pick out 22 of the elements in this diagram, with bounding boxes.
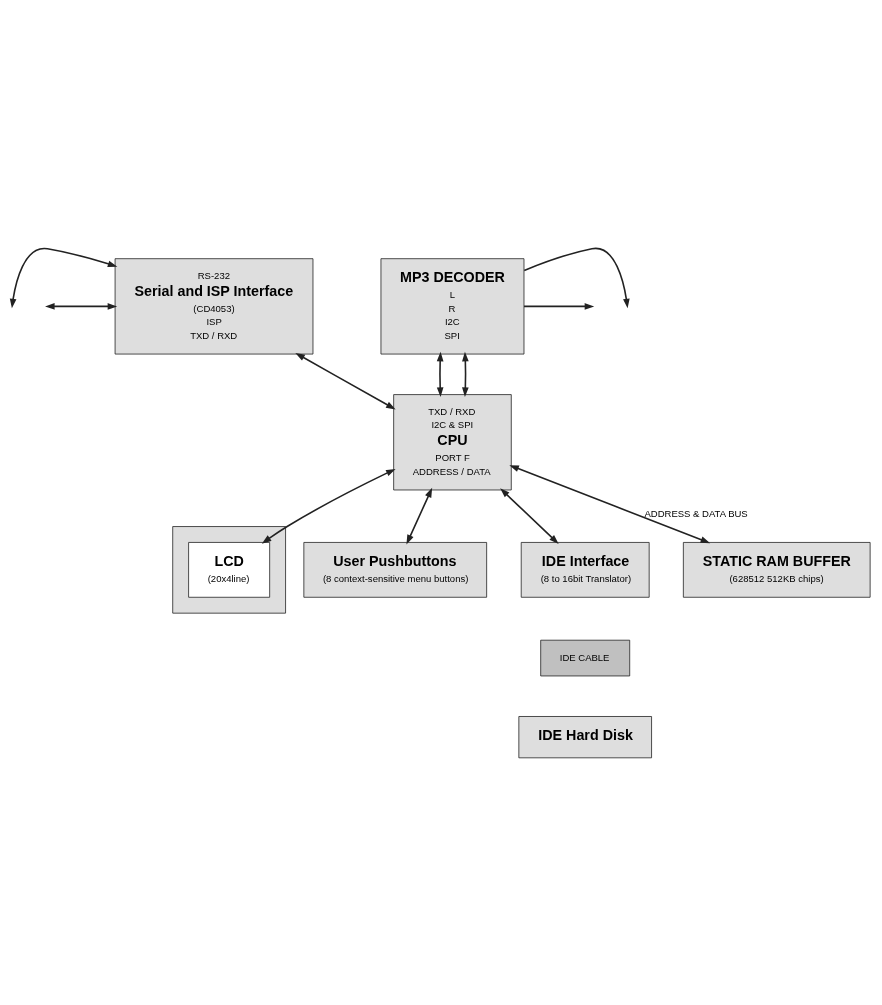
arrow [462,351,469,397]
node-box: IDE CABLE [540,639,631,676]
arrow [436,351,444,397]
node-box: User Pushbuttons (8 context-sensitive menu buttons) [303,541,488,598]
arrow [9,247,118,308]
node-box: TXD / RXD I2C & SPI CPU PORT F ADDRESS / DATA [393,393,512,490]
arrow [523,247,630,308]
arrow [261,468,396,544]
edge-label: ADDRESS & DATA BUS [644,507,748,519]
node-box: STATIC RAM BUFFER (628512 512KB chips) [682,541,871,598]
arrow [406,487,433,544]
arrow [523,302,595,310]
node-box: IDE Interface (8 to 16bit Translator) [520,541,650,598]
arrow [509,464,711,543]
node-box: IDE Hard Disk [518,715,652,758]
arrow [500,487,559,544]
cluster [172,525,286,614]
arrow [295,352,396,409]
node-box: LCD (20x4line) [188,541,271,598]
node-box: RS-232 Serial and ISP Interface (CD4053) ISP TXD / RXD [114,257,314,354]
arrow [45,302,118,310]
node-box: MP3 DECODER L R I2C SPI [380,257,525,354]
